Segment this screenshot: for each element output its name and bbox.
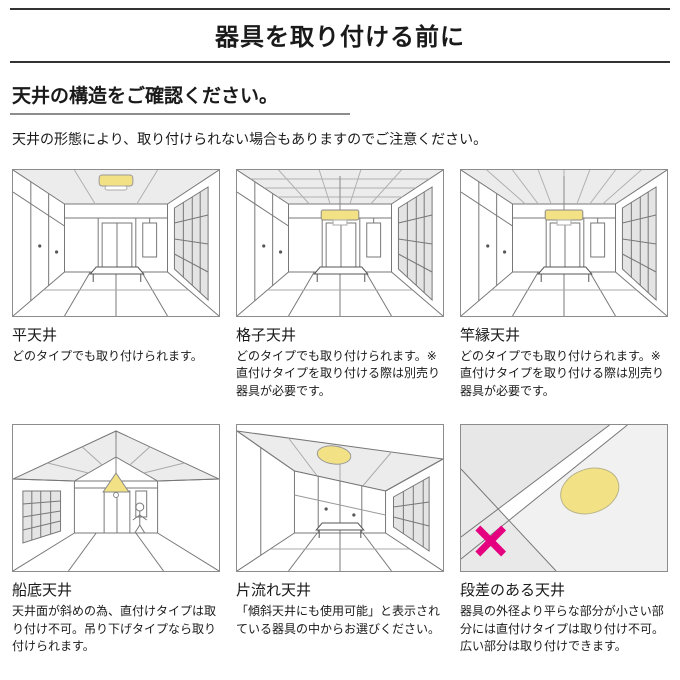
gabled-room-drawing	[13, 430, 219, 572]
ceiling-type-card-coffered: 格子天井 どのタイプでも取り付けられます。※直付けタイプを取り付ける際は別売り器…	[236, 169, 444, 400]
shed-ceiling-illustration	[236, 424, 444, 573]
ceiling-type-title: 片流れ天井	[236, 582, 312, 600]
saobuchi-ceiling-illustration	[460, 169, 668, 317]
boat-bottom-ceiling-illustration	[12, 424, 220, 573]
person-figure	[132, 502, 147, 534]
round-ceiling-light-icon	[560, 467, 620, 515]
ceiling-type-desc: 「傾斜天井にも使用可能」と表示されている器具の中からお選びください。	[236, 604, 441, 636]
hanging-pendant-lamp-icon	[102, 439, 130, 499]
ceiling-type-card-boat-bottom: 船底天井 天井面が斜めの為、直付けタイプは取り付け不可。吊り下げタイプなら取り付…	[12, 424, 220, 655]
flat-ceiling-illustration	[12, 169, 220, 317]
ceiling-type-card-shed: 片流れ天井 「傾斜天井にも使用可能」と表示されている器具の中からお選びください。	[236, 424, 444, 655]
ceiling-type-desc: 天井面が斜めの為、直付けタイプは取り付け不可。吊り下げタイプなら取り付けられます…	[12, 604, 217, 653]
ceiling-type-card-stepped: 段差のある天井 器具の外径より平らな部分が小さい部分には直付けタイプは取り付け不…	[460, 424, 668, 655]
flat-ceiling-boards	[73, 170, 159, 205]
ceiling-type-card-flat: 平天井 どのタイプでも取り付けられます。	[12, 169, 220, 400]
ceiling-type-desc: どのタイプでも取り付けられます。※直付けタイプを取り付ける際は別売り器具が必要で…	[236, 349, 441, 398]
section-heading: 天井の構造をご確認ください。	[10, 81, 351, 115]
ceiling-type-desc: どのタイプでも取り付けられます。	[12, 349, 203, 363]
page-title: 器具を取り付ける前に	[215, 24, 465, 51]
ceiling-type-desc: 器具の外径より平らな部分が小さい部分には直付けタイプは取り付け不可。広い部分は取…	[460, 604, 665, 653]
round-ceiling-light-icon	[316, 445, 352, 465]
ceiling-type-title: 格子天井	[236, 327, 297, 344]
sloped-room-drawing	[237, 430, 443, 572]
ceiling-type-card-saobuchi: 竿縁天井 どのタイプでも取り付けられます。※直付けタイプを取り付ける際は別売り器…	[460, 169, 668, 400]
ceiling-type-title: 竿縁天井	[460, 327, 521, 344]
room-drawing	[13, 170, 219, 316]
ceiling-type-title: 船底天井	[12, 582, 73, 600]
x-mark-icon	[475, 525, 507, 557]
ceiling-type-desc: どのタイプでも取り付けられます。※直付けタイプを取り付ける際は別売り器具が必要で…	[460, 349, 665, 398]
ceiling-grid: 平天井 どのタイプでも取り付けられます。	[10, 169, 670, 655]
ceiling-type-title: 段差のある天井	[460, 582, 566, 600]
page: 器具を取り付ける前に 天井の構造をご確認ください。 天井の形態により、取り付けら…	[10, 8, 670, 655]
stepped-ceiling-drawing	[461, 425, 667, 572]
intro-note: 天井の形態により、取り付けられない場合もありますのでご注意ください。	[12, 131, 488, 147]
intro-section: 天井の構造をご確認ください。 天井の形態により、取り付けられない場合もありますの…	[10, 63, 670, 149]
stepped-ceiling-illustration	[460, 424, 668, 573]
page-header: 器具を取り付ける前に	[10, 8, 670, 63]
coffered-ceiling-illustration	[236, 169, 444, 317]
ceiling-type-title: 平天井	[12, 327, 58, 344]
